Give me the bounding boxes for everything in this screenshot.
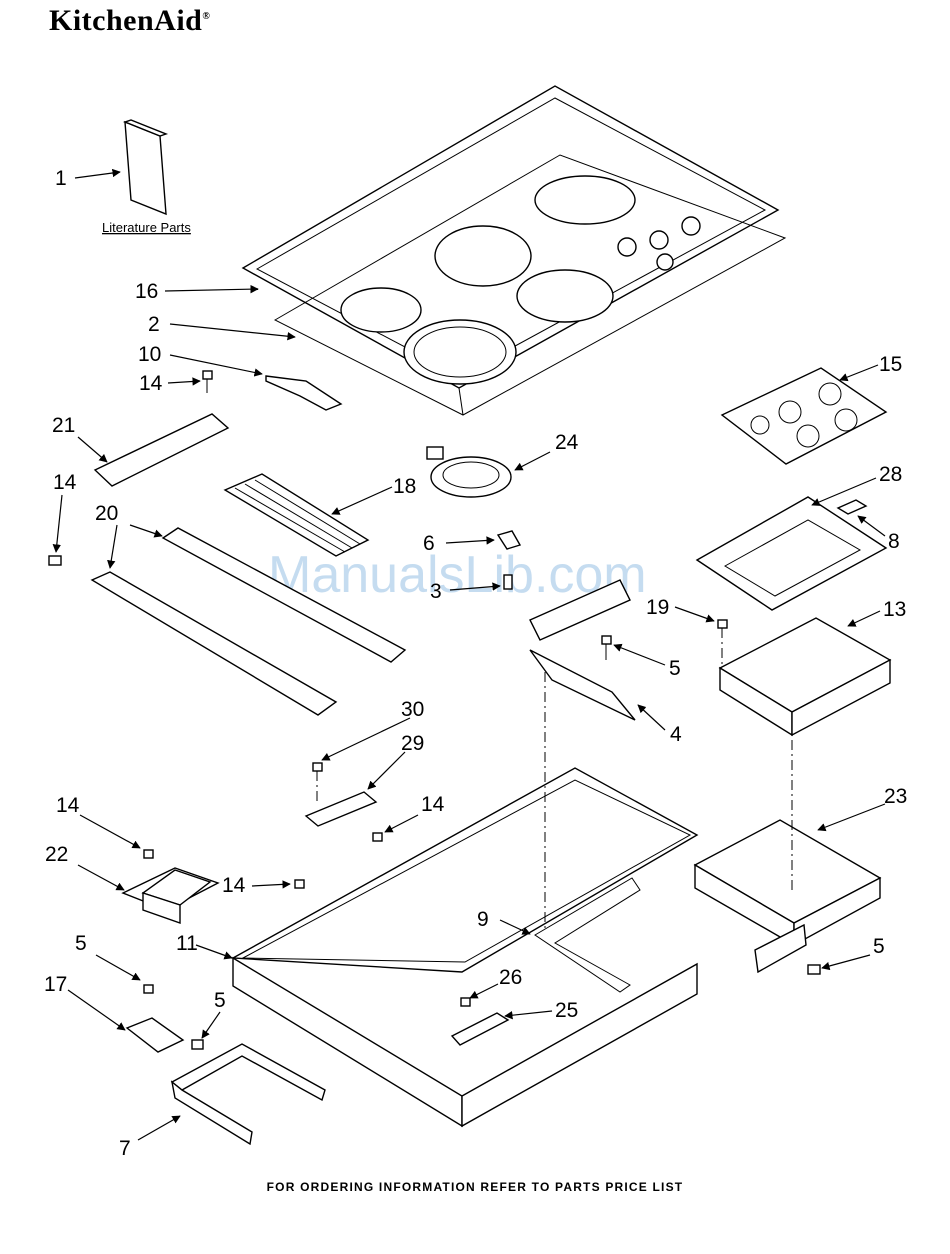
callout-28: 28 [879,463,902,486]
callout-24: 24 [555,431,579,454]
callout-20: 20 [95,502,118,525]
screw-part-5-right [808,965,820,974]
callout-26: 26 [499,966,522,989]
callout-14-box-upper: 14 [421,793,445,816]
screw-part-14-box-mid [295,880,304,888]
spacer-part-3 [504,575,512,589]
bracket-part-10 [266,376,341,410]
clip-part-8 [838,500,866,514]
screw-part-26 [461,998,470,1006]
bracket-part-21 [95,414,228,486]
callout-14-top: 14 [139,372,163,395]
callout-21: 21 [52,414,75,437]
radiant-element-part-24 [427,447,511,497]
callout-5-left: 5 [75,932,87,955]
cooktop-glass-top [243,86,778,388]
mounting-tray-part-28 [697,497,886,610]
callout-23: 23 [884,785,907,808]
screw-part-14-box-left [144,850,153,858]
callout-7: 7 [119,1137,131,1160]
callout-29: 29 [401,732,424,755]
callout-11: 11 [176,932,198,955]
callout-14-left: 14 [53,471,77,494]
plate-part-17 [127,1018,183,1052]
callout-16: 16 [135,280,158,303]
callout-10: 10 [138,343,161,366]
callout-22: 22 [45,843,68,866]
junction-box-part-23 [695,820,880,972]
callout-3: 3 [430,580,442,603]
bracket-part-7 [172,1044,325,1144]
callout-17: 17 [44,973,67,996]
screw-part-14-box-upper [373,833,382,841]
screw-part-5-left [144,985,153,993]
screw-part-30 [313,763,322,805]
callout-5-upper: 5 [669,657,681,680]
callout-15: 15 [879,353,902,376]
ribbon-cable-part-18 [225,474,368,556]
screw-part-14-top [203,371,212,393]
callout-18: 18 [393,475,416,498]
terminal-block-part-22 [123,868,218,923]
screw-part-5-upper [602,636,611,660]
callout-1: 1 [55,167,67,190]
callout-5-bracket: 5 [214,989,226,1012]
callout-14-terminal: 14 [56,794,80,817]
control-board-part-15 [722,368,886,464]
chassis-box-part-11 [233,768,697,1126]
callout-9: 9 [477,908,489,931]
literature-parts-booklet: Literature Parts [102,120,191,235]
callout-6: 6 [423,532,435,555]
callout-13: 13 [883,598,906,621]
callout-19: 19 [646,596,669,619]
callout-5-right: 5 [873,935,885,958]
callout-2: 2 [148,313,160,336]
ordering-info-footer: FOR ORDERING INFORMATION REFER TO PARTS … [0,1180,950,1194]
screw-part-5-bracket [192,1040,203,1049]
terminal-strip-part-25 [452,1013,508,1045]
callout-30: 30 [401,698,424,721]
screw-part-14-left [49,556,61,565]
literature-label: Literature Parts [102,220,191,235]
callout-4: 4 [670,723,682,746]
screw-part-19 [718,620,727,665]
callout-25: 25 [555,999,578,1022]
callout-14-box-mid: 14 [222,874,246,897]
callout-8: 8 [888,530,900,553]
relay-board-part-13 [720,618,890,735]
